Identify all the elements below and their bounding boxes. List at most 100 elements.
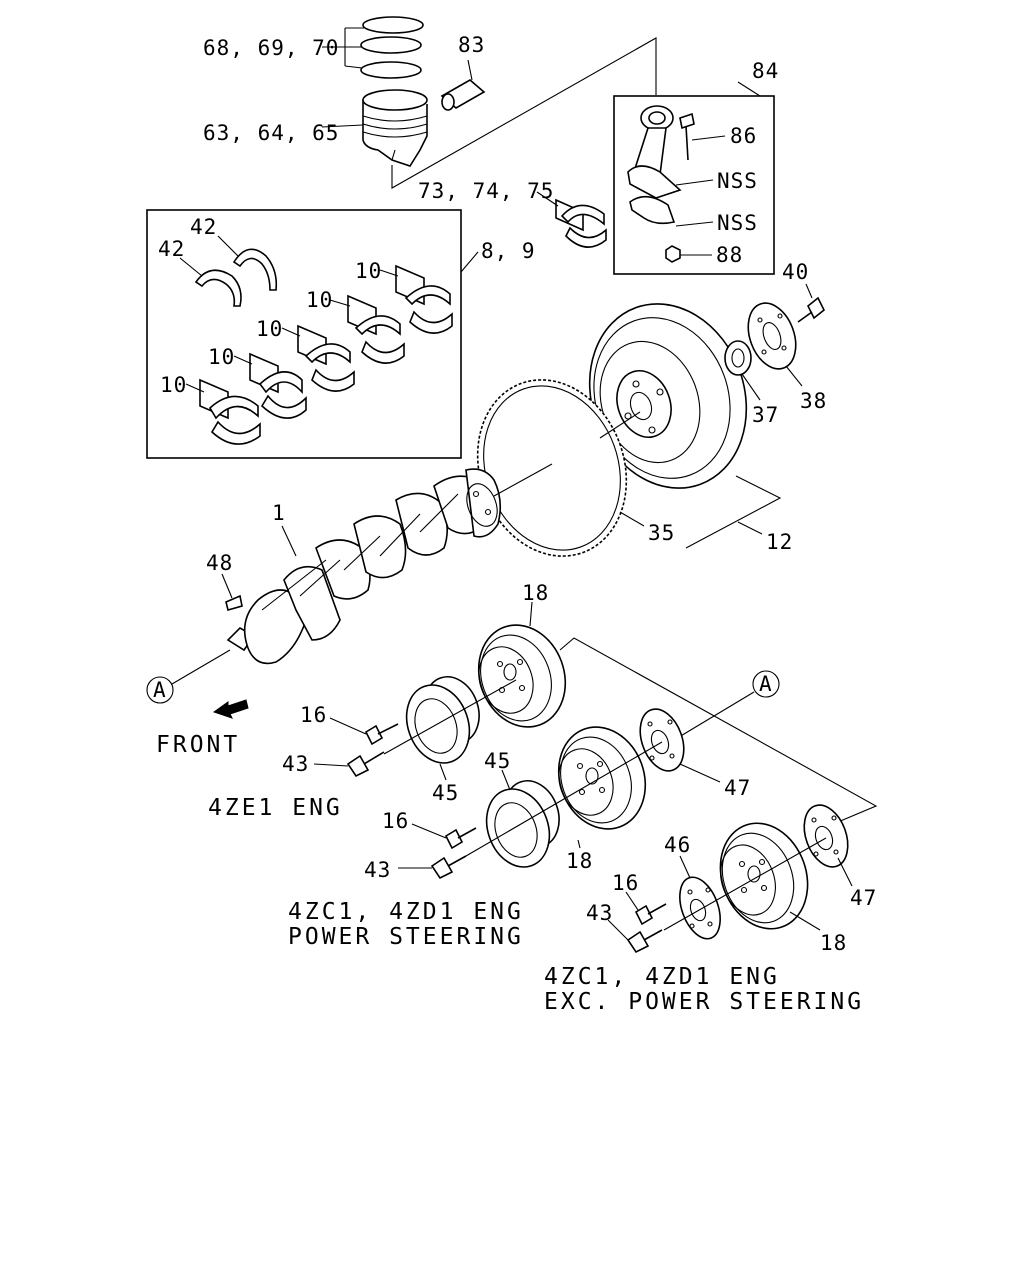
washer-c-out-label: 47 xyxy=(850,886,877,910)
flywheel-leader xyxy=(737,521,763,535)
sleeve-a-label: 45 xyxy=(432,781,459,805)
front-arrow-icon xyxy=(212,699,249,719)
pulley-c-leader xyxy=(789,911,821,931)
thrust-a-leader xyxy=(179,257,203,277)
bolt-43-b-label: 43 xyxy=(364,858,391,882)
piston-guide-line xyxy=(391,37,657,189)
piston xyxy=(362,89,428,167)
conrod-bearing-label: 73, 74, 75 xyxy=(418,179,554,203)
main-bearing-shell-4 xyxy=(347,294,405,364)
bolt-16-c xyxy=(634,903,667,926)
bearing-2-label: 10 xyxy=(208,345,235,369)
main-bearing-shell-3 xyxy=(297,324,355,392)
pulley-b-leader xyxy=(577,839,581,849)
sleeve-b-leader xyxy=(501,769,511,791)
conrod-set-box xyxy=(613,95,775,275)
washer-c-in-leader xyxy=(679,855,691,879)
washer-c-in xyxy=(679,876,721,940)
variant-3-caption-line1: 4ZC1, 4ZD1 ENG xyxy=(544,964,780,990)
bolt-16-a xyxy=(364,723,399,746)
callout-a-right xyxy=(752,670,780,698)
pulley-a xyxy=(477,624,567,728)
rings-label: 68, 69, 70 xyxy=(203,36,339,60)
bolt-leader xyxy=(691,135,726,141)
bolt-43-b xyxy=(430,855,467,880)
sleeve-a xyxy=(405,676,480,764)
callout-a-left-label: A xyxy=(153,678,167,702)
bolt-label: 86 xyxy=(730,124,757,148)
nut-label: 88 xyxy=(716,243,743,267)
washer-c-in-label: 46 xyxy=(664,833,691,857)
main-bearing-shell-1 xyxy=(199,378,261,445)
main-bearing-leader xyxy=(460,251,479,273)
bolt-16-c-label: 16 xyxy=(612,871,639,895)
bearing-2-leader xyxy=(233,355,253,365)
nss-lower-leader xyxy=(675,221,714,227)
flywheel-bolt xyxy=(797,296,826,323)
conrod-nut xyxy=(665,245,681,263)
pulley-a-label: 18 xyxy=(522,581,549,605)
plate-label: 38 xyxy=(800,389,827,413)
conrod-bolt xyxy=(679,112,695,161)
crank-key xyxy=(225,594,243,611)
conrod-bearing xyxy=(555,198,607,248)
flywheel-bracket xyxy=(685,475,782,549)
sleeve-b xyxy=(485,780,560,868)
main-bearing-label: 8, 9 xyxy=(481,239,536,263)
callout-a-left-leader xyxy=(171,649,231,685)
pilot-bearing xyxy=(724,340,752,376)
main-bearing-shell-2 xyxy=(249,352,307,419)
bolt-43-c-label: 43 xyxy=(586,901,613,925)
conrod-bearing-leader xyxy=(536,191,559,207)
variant-2-caption-line1: 4ZC1, 4ZD1 ENG xyxy=(288,899,524,925)
bearing-5-leader xyxy=(379,269,399,277)
conrod-set-leader xyxy=(737,81,761,97)
piston-rings xyxy=(360,16,424,79)
plate-leader xyxy=(785,365,803,387)
crankshaft-label: 1 xyxy=(272,501,286,525)
nss-upper-label: NSS xyxy=(717,169,758,193)
piston-label: 63, 64, 65 xyxy=(203,121,339,145)
thrust-washer-b xyxy=(232,248,278,291)
pulley-b xyxy=(557,726,647,830)
bolt-16-c-leader xyxy=(625,891,639,911)
flywheel-bolt-leader xyxy=(805,283,813,299)
pilot-bearing-label: 37 xyxy=(752,403,779,427)
conrod-set-label: 84 xyxy=(752,59,779,83)
ring-gear-label: 35 xyxy=(648,521,675,545)
pin-label: 83 xyxy=(458,33,485,57)
bolt-16-a-leader xyxy=(329,717,367,735)
main-bearing-shell-5 xyxy=(395,264,453,334)
sleeve-b-label: 45 xyxy=(484,749,511,773)
sleeve-a-leader xyxy=(439,763,447,781)
crankshaft-leader xyxy=(281,525,297,557)
piston-leader xyxy=(321,124,364,128)
flywheel-label: 12 xyxy=(766,530,793,554)
callout-a-left xyxy=(146,676,174,704)
nss-upper-leader xyxy=(675,179,714,186)
group-c-axis xyxy=(663,837,827,931)
front-label: FRONT xyxy=(156,732,240,758)
bearing-3-leader xyxy=(281,327,301,337)
callout-a-right-label: A xyxy=(759,672,773,696)
bearing-5-label: 10 xyxy=(355,259,382,283)
main-bearing-box xyxy=(146,209,462,459)
flywheel-plate xyxy=(747,302,797,370)
washer-b-label: 47 xyxy=(724,776,751,800)
group-guide-line xyxy=(559,637,878,823)
rings-leader xyxy=(322,27,364,69)
thrust-b-leader xyxy=(217,235,239,257)
bolt-43-a-leader xyxy=(313,763,349,767)
bearing-1-label: 10 xyxy=(160,373,187,397)
thrust-a-label: 42 xyxy=(158,237,185,261)
bearing-4-leader xyxy=(329,299,351,307)
bolt-43-c xyxy=(626,929,663,954)
bolt-16-b xyxy=(444,827,477,850)
key-leader xyxy=(221,573,233,599)
washer-b-leader xyxy=(679,763,721,783)
bearing-1-leader xyxy=(185,383,205,393)
nss-lower-label: NSS xyxy=(717,211,758,235)
pin-leader xyxy=(467,59,473,81)
pilot-bearing-leader xyxy=(741,373,761,401)
group-a-axis xyxy=(383,679,517,755)
